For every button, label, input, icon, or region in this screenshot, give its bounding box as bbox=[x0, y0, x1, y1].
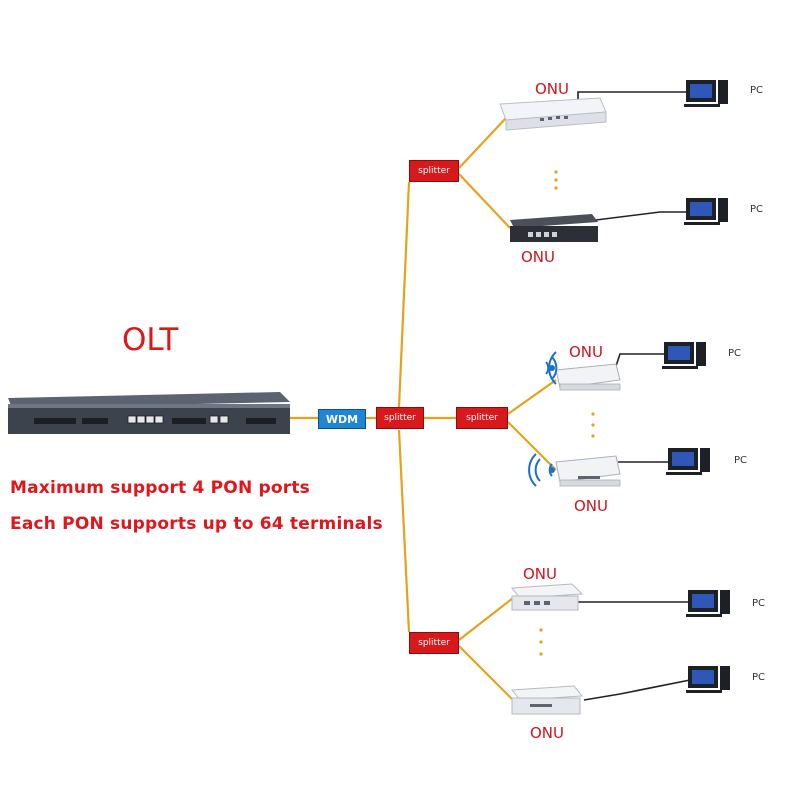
ellipsis-dots-icon bbox=[554, 170, 558, 190]
fiber-trunk-bottom bbox=[397, 429, 411, 633]
pc-icon bbox=[662, 342, 706, 369]
note-pon-ports: Maximum support 4 PON ports bbox=[10, 478, 310, 498]
note-terminals: Each PON supports up to 64 terminals bbox=[10, 514, 383, 534]
wifi-signal-icon bbox=[528, 453, 555, 487]
onu-label: ONU bbox=[523, 565, 558, 583]
pc-label: PC bbox=[734, 455, 748, 466]
fiber-to-onu3 bbox=[507, 379, 557, 415]
pc-label: PC bbox=[750, 204, 764, 215]
wifi-signal-icon bbox=[545, 351, 558, 385]
onu-device-icon bbox=[511, 583, 584, 611]
onu-device-icon bbox=[555, 455, 621, 487]
fiber-to-onu5 bbox=[458, 597, 514, 641]
onu-device-icon bbox=[555, 363, 621, 391]
onu-label: ONU bbox=[530, 724, 565, 742]
pc-icon bbox=[666, 448, 710, 475]
pc-label: PC bbox=[752, 598, 766, 609]
cable-onu3-pc bbox=[615, 353, 668, 367]
onu-device-icon bbox=[510, 214, 598, 242]
fiber-to-onu6 bbox=[458, 645, 514, 701]
fiber-trunk-top bbox=[397, 181, 411, 408]
onu-device-icon bbox=[499, 97, 607, 131]
ellipsis-dots-icon bbox=[539, 628, 543, 656]
fiber-to-onu4 bbox=[507, 421, 557, 471]
olt-title: OLT bbox=[122, 322, 179, 358]
wdm-box: WDM bbox=[318, 409, 366, 429]
cable-onu1-pc bbox=[577, 91, 690, 100]
splitter-bottom: splitter bbox=[409, 632, 459, 654]
pc-icon bbox=[686, 666, 730, 693]
onu-label: ONU bbox=[574, 497, 609, 515]
onu-label: ONU bbox=[521, 248, 556, 266]
onu-label: ONU bbox=[569, 343, 604, 361]
pc-icon bbox=[684, 80, 728, 107]
splitter-main: splitter bbox=[376, 407, 424, 429]
olt-device-icon bbox=[8, 392, 290, 434]
pc-label: PC bbox=[728, 348, 742, 359]
fiber-to-onu1 bbox=[458, 117, 507, 169]
pc-label: PC bbox=[752, 672, 766, 683]
splitter-middle: splitter bbox=[456, 407, 508, 429]
ellipsis-dots-icon bbox=[591, 412, 595, 438]
onu-device-icon bbox=[511, 685, 583, 715]
cable-onu6-pc bbox=[583, 679, 691, 701]
fiber-to-onu2 bbox=[458, 173, 511, 229]
splitter-top: splitter bbox=[409, 160, 459, 182]
pc-icon bbox=[684, 198, 728, 225]
pc-label: PC bbox=[750, 85, 764, 96]
cable-onu2-pc bbox=[579, 211, 690, 223]
pc-icon bbox=[686, 590, 730, 617]
onu-label: ONU bbox=[535, 80, 570, 98]
